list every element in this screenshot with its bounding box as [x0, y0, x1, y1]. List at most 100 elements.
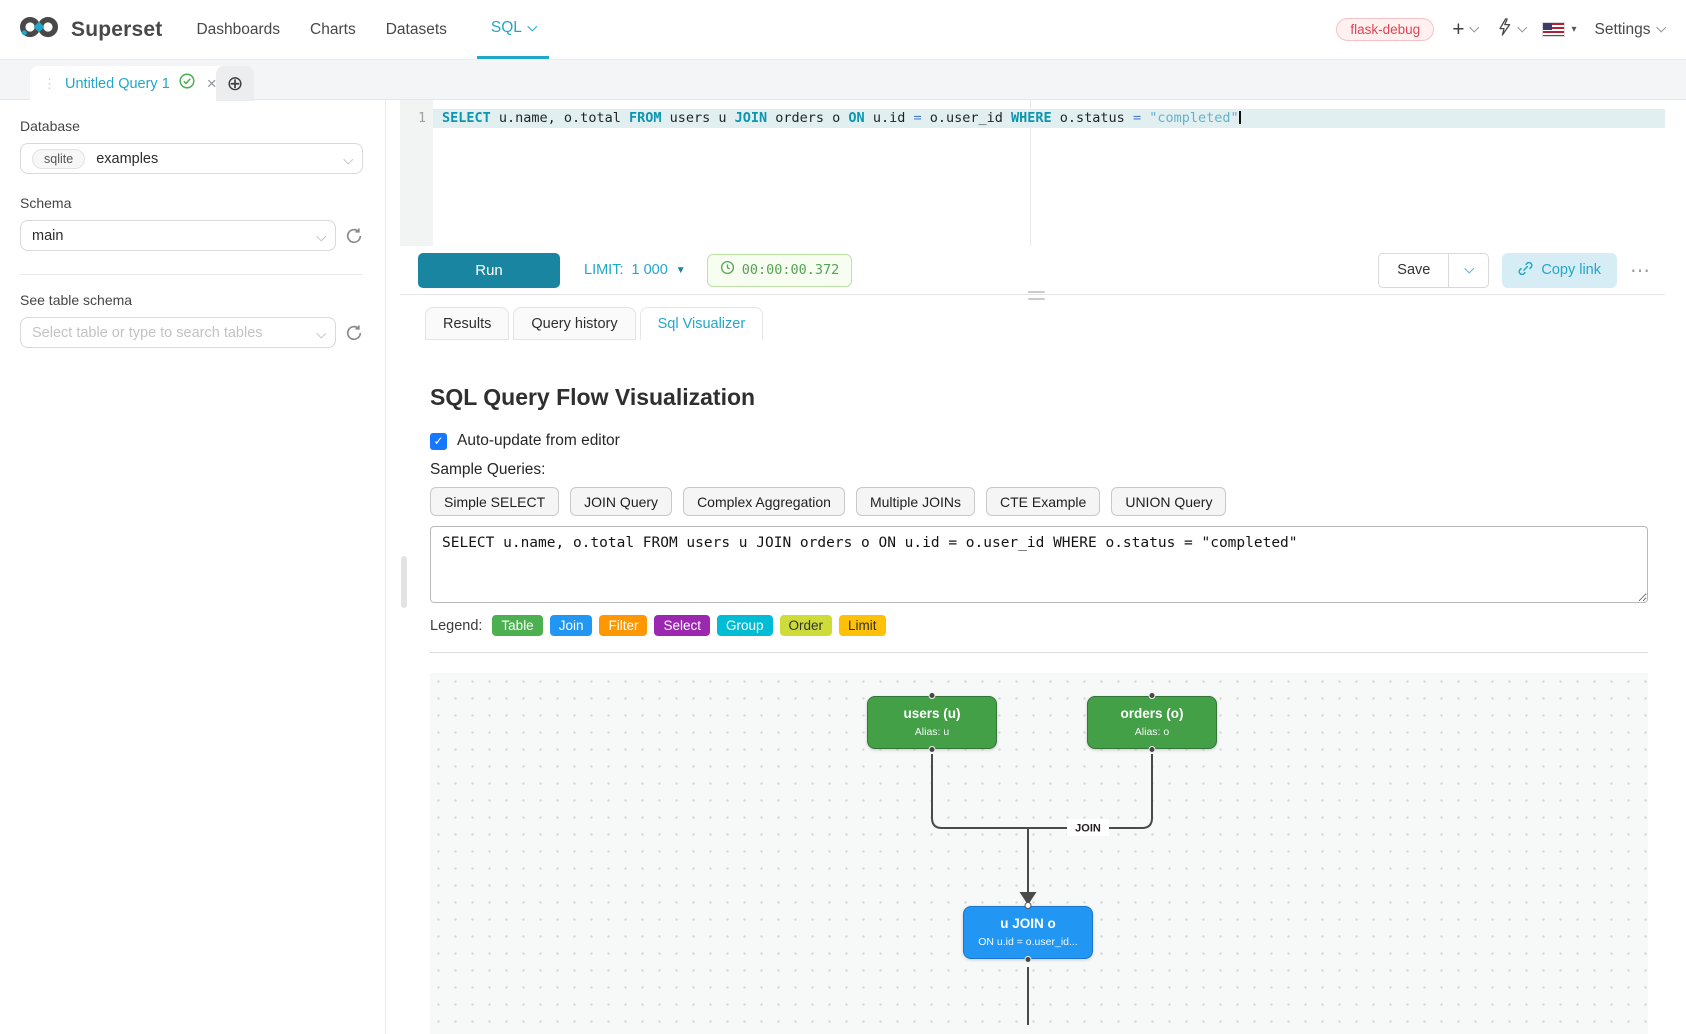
editor-active-line[interactable]: SELECT u.name, o.total FROM users u JOIN… — [433, 109, 1665, 128]
sql-token: u.id — [865, 110, 914, 126]
sample-multiple-joins-button[interactable]: Multiple JOINs — [856, 487, 975, 516]
chevron-down-icon — [345, 150, 352, 168]
query-timer: 00:00:00.372 — [707, 254, 853, 287]
limit-label: LIMIT: — [584, 262, 623, 278]
legend-label: Legend: — [430, 618, 482, 634]
more-options-button[interactable]: ⋯ — [1630, 258, 1651, 283]
query-search-button[interactable] — [1496, 17, 1526, 42]
tab-query-history[interactable]: Query history — [513, 307, 635, 340]
node-subtitle: Alias: o — [1094, 726, 1210, 738]
query-tab-title[interactable]: Untitled Query 1 — [65, 76, 170, 92]
superset-logo[interactable]: Superset — [16, 14, 162, 45]
nav-right: flask-debug + ▾ Settings — [1336, 17, 1686, 42]
legend-badge-table: Table — [492, 615, 542, 636]
legend-badge-select: Select — [654, 615, 710, 636]
plus-icon: + — [1452, 19, 1464, 40]
sql-token: u.name, o.total — [491, 110, 629, 126]
nav-item-dashboards[interactable]: Dashboards — [196, 0, 280, 59]
editor-toolbar: Run LIMIT: 1 000 ▼ 00:00:00.372 Save Cop… — [400, 246, 1665, 295]
flow-canvas[interactable]: JOIN users (u) Alias: u orders (o) Alias… — [430, 673, 1648, 1034]
chevron-down-icon — [1518, 23, 1527, 32]
result-tabs: Results Query history Sql Visualizer — [425, 307, 763, 340]
node-subtitle: Alias: u — [874, 726, 990, 738]
database-select[interactable]: sqlite examples — [20, 143, 363, 174]
chevron-down-icon — [1470, 23, 1479, 32]
settings-menu[interactable]: Settings — [1594, 21, 1664, 39]
top-nav: Superset Dashboards Charts Datasets SQL … — [0, 0, 1686, 60]
sql-token: users u — [661, 110, 734, 126]
chevron-down-icon — [528, 21, 537, 30]
limit-dropdown[interactable]: LIMIT: 1 000 ▼ — [584, 262, 686, 278]
vertical-splitter-handle[interactable] — [401, 556, 407, 608]
sql-token: ON — [848, 110, 864, 126]
new-item-button[interactable]: + — [1452, 19, 1478, 40]
edge-label-join: JOIN — [1075, 823, 1101, 835]
drag-handle-icon[interactable]: ⋮ — [43, 76, 56, 92]
legend: Legend: Table Join Filter Select Group O… — [430, 615, 886, 636]
refresh-tables-button[interactable] — [345, 324, 363, 342]
chevron-down-icon — [318, 227, 325, 245]
page-title: SQL Query Flow Visualization — [430, 384, 755, 411]
copy-link-button[interactable]: Copy link — [1502, 253, 1617, 288]
timer-value: 00:00:00.372 — [742, 262, 840, 278]
node-handle[interactable] — [929, 746, 936, 753]
flow-node-orders[interactable]: orders (o) Alias: o — [1087, 696, 1217, 749]
horizontal-splitter-handle[interactable] — [1028, 291, 1045, 300]
tab-results[interactable]: Results — [425, 307, 509, 340]
table-select[interactable]: Select table or type to search tables — [20, 317, 336, 348]
environment-badge: flask-debug — [1336, 18, 1434, 41]
add-tab-button[interactable]: ⊕ — [216, 66, 254, 101]
sample-union-query-button[interactable]: UNION Query — [1111, 487, 1226, 516]
query-tab-bar: ⋮ Untitled Query 1 × ⊕ — [0, 60, 1686, 100]
check-circle-icon — [179, 73, 195, 94]
text-cursor — [1239, 111, 1241, 124]
node-handle[interactable] — [929, 692, 936, 699]
us-flag-icon — [1543, 23, 1564, 36]
flow-node-users[interactable]: users (u) Alias: u — [867, 696, 997, 749]
tab-sql-visualizer[interactable]: Sql Visualizer — [640, 307, 764, 340]
auto-update-checkbox[interactable]: ✓ — [430, 433, 447, 450]
node-handle[interactable] — [1149, 746, 1156, 753]
section-divider — [430, 652, 1648, 653]
caret-down-icon: ▼ — [676, 265, 686, 276]
nav-item-datasets[interactable]: Datasets — [386, 0, 447, 59]
sql-token: JOIN — [735, 110, 768, 126]
auto-update-row: ✓ Auto-update from editor — [430, 432, 620, 450]
node-handle[interactable] — [1025, 956, 1032, 963]
query-input-textarea[interactable]: SELECT u.name, o.total FROM users u JOIN… — [430, 526, 1648, 603]
caret-down-icon: ▾ — [1571, 24, 1576, 35]
sql-editor[interactable]: 1 SELECT u.name, o.total FROM users u JO… — [400, 100, 1665, 246]
sql-token: o.status — [1052, 110, 1133, 126]
sample-cte-example-button[interactable]: CTE Example — [986, 487, 1100, 516]
sql-token: FROM — [629, 110, 662, 126]
copy-link-label: Copy link — [1541, 262, 1601, 278]
refresh-schemas-button[interactable] — [345, 227, 363, 245]
node-handle[interactable] — [1149, 692, 1156, 699]
run-button[interactable]: Run — [418, 253, 560, 288]
query-tab-active[interactable]: ⋮ Untitled Query 1 × — [30, 66, 230, 101]
sql-token: SELECT — [442, 110, 491, 126]
nav-item-charts[interactable]: Charts — [310, 0, 356, 59]
add-tab-icon: ⊕ — [227, 71, 244, 96]
database-label: Database — [20, 118, 363, 134]
infinity-logo-icon — [16, 14, 62, 45]
language-picker[interactable]: ▾ — [1543, 23, 1576, 36]
node-handle[interactable] — [1025, 902, 1032, 909]
sample-complex-aggregation-button[interactable]: Complex Aggregation — [683, 487, 845, 516]
database-value: examples — [96, 151, 158, 167]
flow-node-join[interactable]: u JOIN o ON u.id = o.user_id... — [963, 906, 1093, 959]
editor-gutter: 1 — [400, 100, 433, 246]
nav-item-sql[interactable]: SQL — [477, 0, 550, 59]
legend-badge-group: Group — [717, 615, 773, 636]
schema-select[interactable]: main — [20, 220, 336, 251]
database-engine-badge: sqlite — [32, 149, 85, 169]
sample-simple-select-button[interactable]: Simple SELECT — [430, 487, 559, 516]
clock-icon — [720, 260, 735, 280]
save-dropdown-button[interactable] — [1448, 253, 1489, 288]
sample-join-query-button[interactable]: JOIN Query — [570, 487, 672, 516]
table-schema-label: See table schema — [20, 292, 363, 308]
save-button[interactable]: Save — [1378, 253, 1449, 288]
node-subtitle: ON u.id = o.user_id... — [970, 936, 1086, 948]
legend-badge-join: Join — [550, 615, 593, 636]
